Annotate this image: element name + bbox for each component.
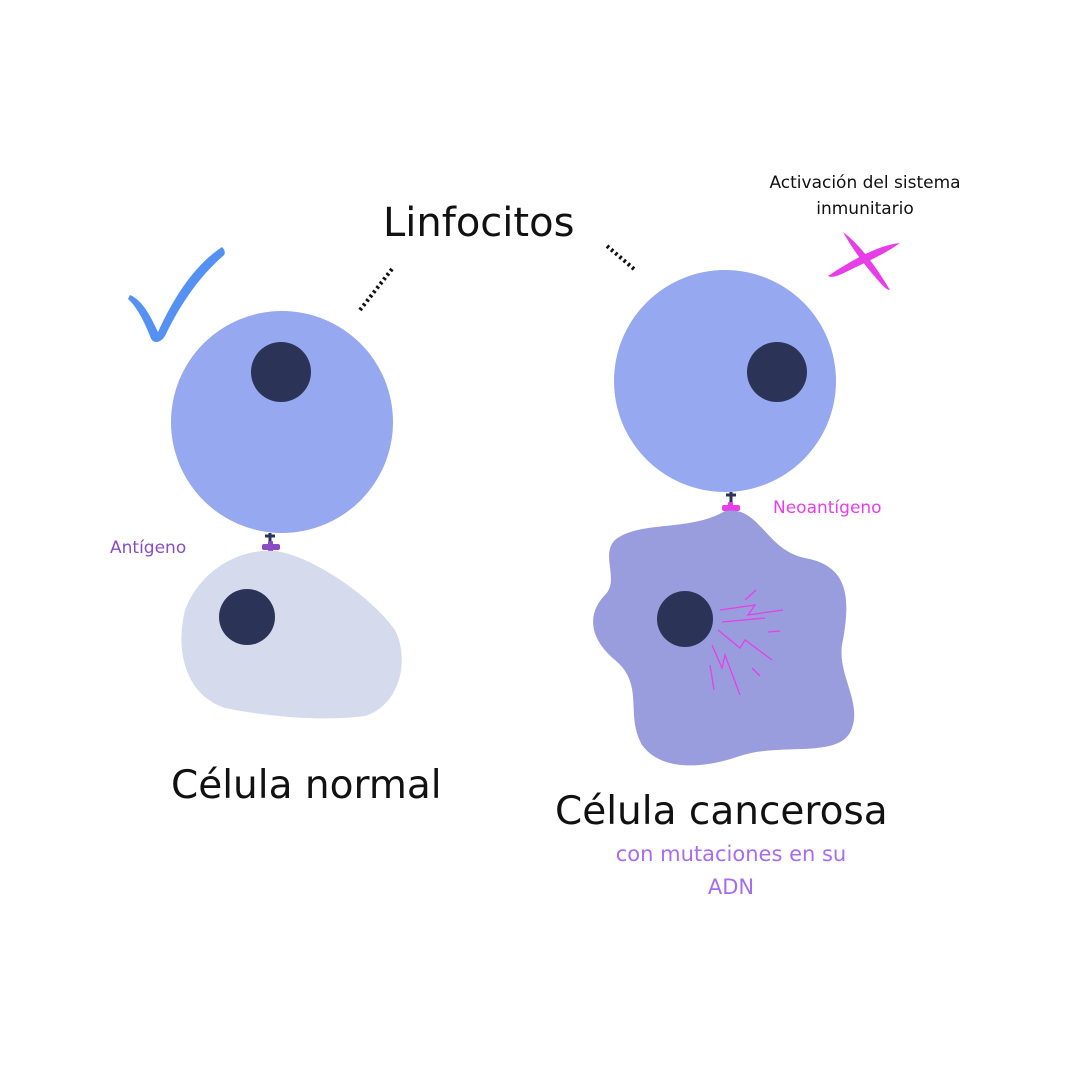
diagram-title: Linfocitos — [383, 200, 575, 246]
mutations-label: con mutaciones en su ADN — [615, 842, 847, 899]
check-icon — [128, 247, 225, 342]
title-connector-right — [605, 244, 636, 271]
cancer-cell — [593, 510, 855, 766]
activation-label: Activación del sistema inmunitario — [769, 173, 961, 220]
antigen-label: Antígeno — [110, 538, 187, 558]
neoantigen-label: Neoantígeno — [773, 498, 882, 518]
normal-cell — [181, 550, 402, 719]
lymphocyte-nucleus — [251, 342, 311, 402]
cancer-cell-nucleus — [657, 591, 713, 647]
cross-icon — [828, 232, 900, 290]
lymphocyte-normal — [171, 311, 393, 533]
normal-cell-nucleus — [219, 589, 275, 645]
lymphocyte-nucleus — [747, 342, 807, 402]
lymphocyte-cancer — [614, 270, 836, 492]
normal-cell-label: Célula normal — [171, 763, 442, 808]
receptor-antigen-normal — [262, 533, 280, 553]
cancer-cell-label: Célula cancerosa — [555, 789, 888, 834]
mutation-lightning-icon — [709, 589, 784, 696]
title-connector-left — [358, 267, 394, 312]
